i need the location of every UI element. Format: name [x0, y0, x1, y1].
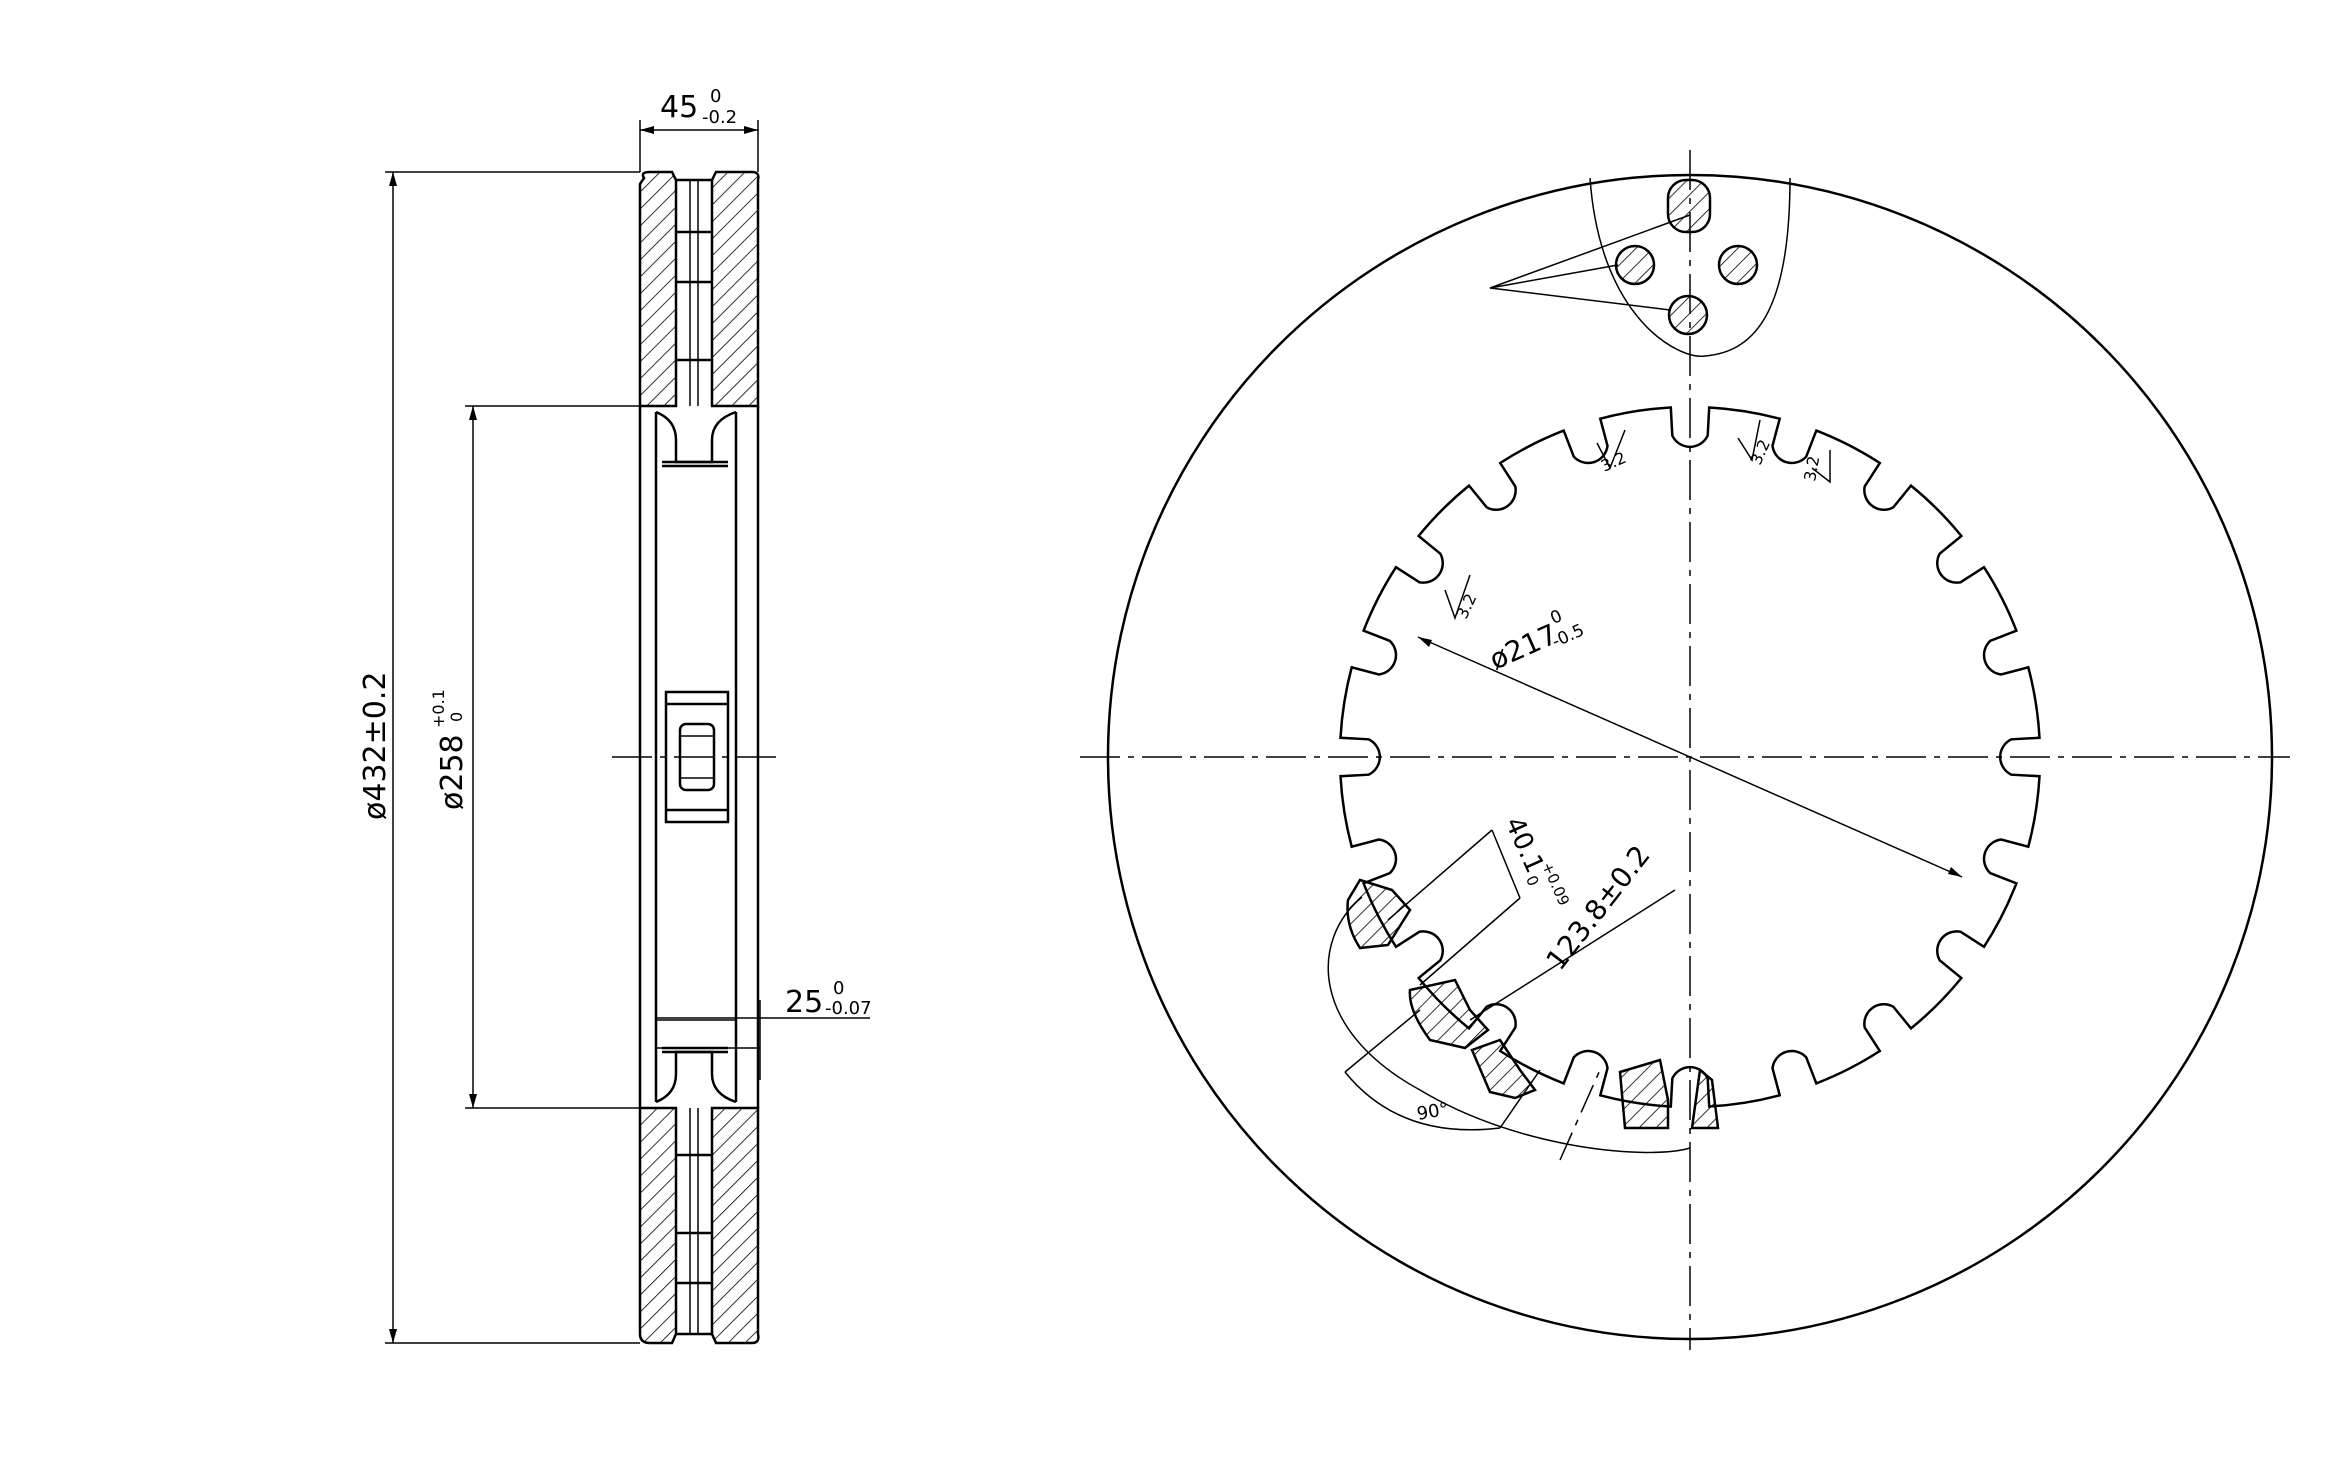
- bore-tol-lower: 0: [447, 712, 466, 722]
- slot-section: [1408, 978, 1490, 1050]
- bore-tol-upper: +0.1: [429, 689, 448, 728]
- outer-diameter-label: ø432±0.2: [358, 672, 393, 820]
- arrow: [1418, 637, 1432, 647]
- mount-hole: [1614, 244, 1656, 286]
- mount-hole: [1717, 244, 1759, 286]
- side-section-view: [385, 120, 870, 1345]
- arrow: [640, 126, 654, 134]
- roughness-value: 3.2: [1452, 591, 1480, 622]
- angle-arc: [1344, 1071, 1501, 1131]
- bore-value: ø258: [435, 734, 470, 810]
- arrow: [469, 1094, 477, 1108]
- section-mark: [1559, 1069, 1601, 1161]
- slot-width-line: [1387, 829, 1493, 921]
- center-slot-core: [678, 722, 716, 792]
- center-slot: [664, 690, 730, 824]
- detail-callout-outline: [1589, 177, 1791, 357]
- leader-line: [1489, 264, 1619, 289]
- slot-section: [1470, 1038, 1537, 1100]
- leader-line: [1489, 287, 1671, 311]
- hub-outline: [655, 410, 737, 464]
- inner-slotted-contour: [1339, 406, 2041, 1108]
- leader-line: [1489, 214, 1691, 289]
- roughness-value: 3.2: [1800, 454, 1823, 482]
- thickness-tol-upper: 0: [710, 86, 721, 107]
- flange-tol-lower: -0.07: [825, 998, 872, 1019]
- arrow: [1948, 867, 1962, 877]
- angle-leg: [1499, 1069, 1541, 1129]
- slot-width-tol-upper: +0.09: [1538, 859, 1573, 908]
- slot-section: [1690, 1067, 1720, 1130]
- roughness-symbol: [1811, 450, 1831, 484]
- slot-section: [1346, 878, 1412, 950]
- friction-ring-right-bottom: [710, 1106, 760, 1345]
- roughness-symbol: [1444, 574, 1471, 621]
- roughness-symbol: [1596, 429, 1626, 470]
- angle-value: 90°: [1415, 1099, 1450, 1125]
- side-labels: 45 0 -0.2 ø432±0.2 ø258 +0.1 0 25 0 -0.0…: [358, 86, 872, 1020]
- friction-ring-left-bottom: [638, 1106, 678, 1345]
- roughness-symbol: [1737, 419, 1761, 462]
- slot-detail-outline: [1327, 896, 1691, 1154]
- mount-hole: [1666, 178, 1712, 234]
- inner-diameter-line: [1417, 636, 1963, 878]
- flange-value: 25: [785, 985, 823, 1020]
- slot-radius-line: [1469, 889, 1676, 1021]
- thickness-tol-lower: -0.2: [702, 107, 737, 128]
- friction-ring-left-top: [638, 170, 678, 408]
- roughness-value: 3.2: [1746, 437, 1774, 468]
- angle-leg: [1344, 1009, 1421, 1073]
- inner-diameter-value: ø217: [1484, 618, 1562, 677]
- front-view: [1080, 150, 2290, 1350]
- arrow: [744, 126, 758, 134]
- arrow: [469, 406, 477, 420]
- slot-width-line: [1419, 897, 1521, 986]
- slot-width-dim: [1491, 829, 1521, 899]
- slot-section: [1618, 1058, 1670, 1130]
- thickness-value: 45: [660, 90, 698, 125]
- flange-tol-upper: 0: [833, 978, 844, 999]
- mount-hole: [1667, 294, 1709, 336]
- arrow: [389, 1329, 397, 1343]
- hub-outline: [655, 1050, 737, 1104]
- friction-ring-right-top: [710, 170, 760, 408]
- arrow: [389, 172, 397, 186]
